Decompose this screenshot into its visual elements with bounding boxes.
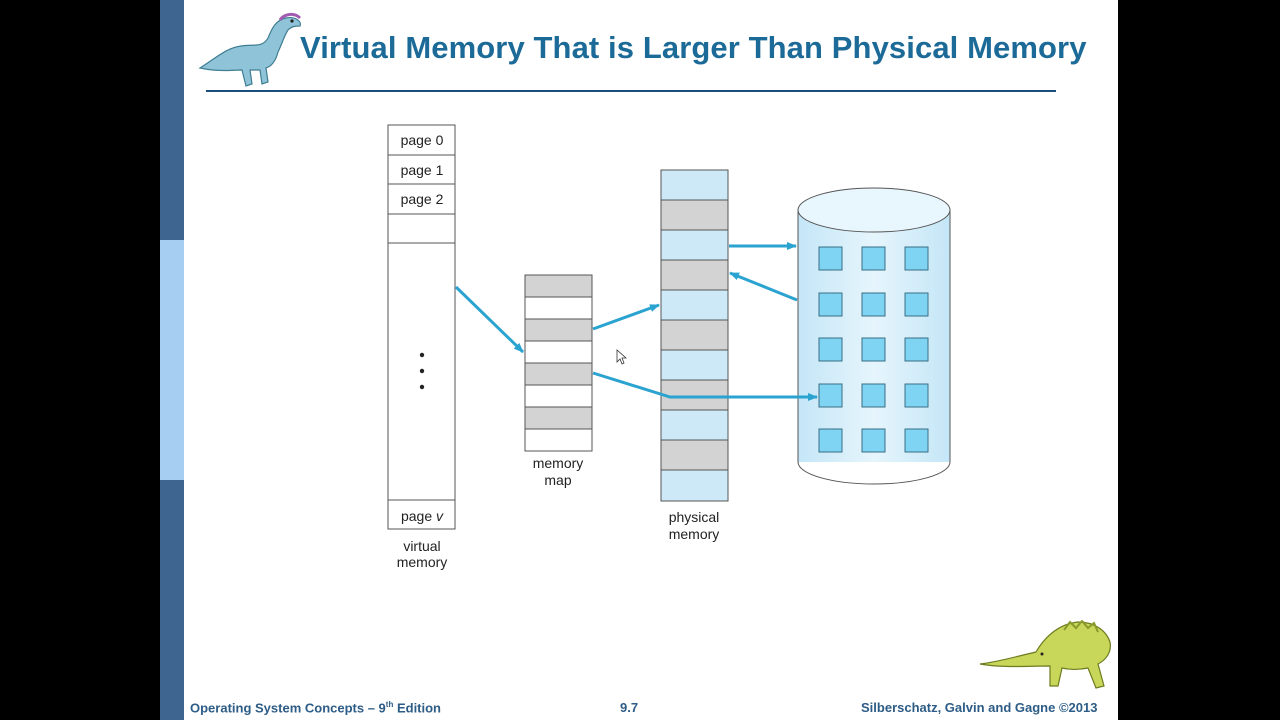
arrow-map-to-disk [592,371,818,401]
ellipsis-dot [419,352,425,358]
virtual-memory-label: virtual [403,538,440,554]
physical-memory-label: memory [669,526,720,542]
dinosaur-icon [979,620,1111,689]
title-divider [206,90,1056,92]
virtual-page-label: page 2 [401,191,444,207]
disk-block-grid [818,246,929,453]
physical-memory-label: physical [669,509,720,525]
virtual-memory-label: memory [397,554,448,570]
footer-book-title: Operating System Concepts – 9th Edition [190,700,442,716]
sidebar-stripe [160,0,184,720]
disk-cylinder [797,187,951,485]
mapping-arrows [454,242,818,401]
memory-map-label: memory [533,455,584,471]
virtual-page-label: page 1 [401,162,444,178]
memory-map-column: memory map [524,274,593,488]
arrow-virtual-to-map [454,285,525,354]
virtual-memory-diagram: page 0 page 1 page 2 page v virtual memo… [387,124,951,570]
arrow-disk-to-physical [729,271,798,302]
physical-memory-column: physical memory [660,169,729,542]
memory-map-label: map [544,472,571,488]
ellipsis-dot [419,384,425,390]
footer-authors: Silberschatz, Galvin and Gagne ©2013 [861,700,1098,715]
slide: Virtual Memory That is Larger Than Physi… [160,0,1118,720]
dinosaur-icon [198,12,302,87]
mouse-cursor-icon [616,349,628,365]
virtual-memory-column: page 0 page 1 page 2 page v virtual memo… [387,124,456,570]
ellipsis-dot [419,368,425,374]
footer-slide-number: 9.7 [620,700,639,715]
slide-title: Virtual Memory That is Larger Than Physi… [300,30,1087,65]
arrow-map-to-physical [592,303,660,331]
virtual-page-label: page 0 [401,132,444,148]
virtual-page-last-label: page v [401,508,444,524]
sidebar-highlight [160,240,184,480]
